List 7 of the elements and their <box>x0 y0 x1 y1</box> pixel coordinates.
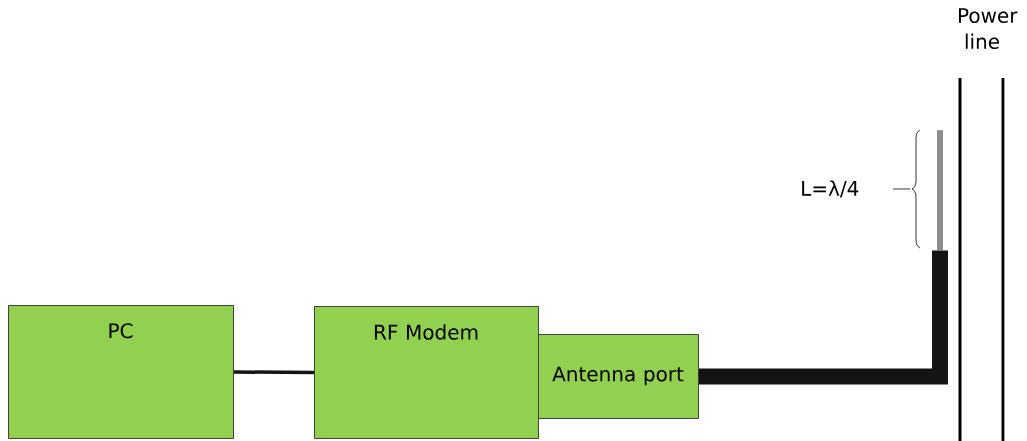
process-box: PC <box>8 305 234 439</box>
port-box: Antenna port <box>538 334 699 419</box>
antenna-rod <box>937 130 943 251</box>
cable <box>699 250 948 385</box>
line-label: Power line <box>958 8 1018 50</box>
dimension-label: L=λ/4 <box>802 180 859 198</box>
connector-line <box>234 370 315 375</box>
